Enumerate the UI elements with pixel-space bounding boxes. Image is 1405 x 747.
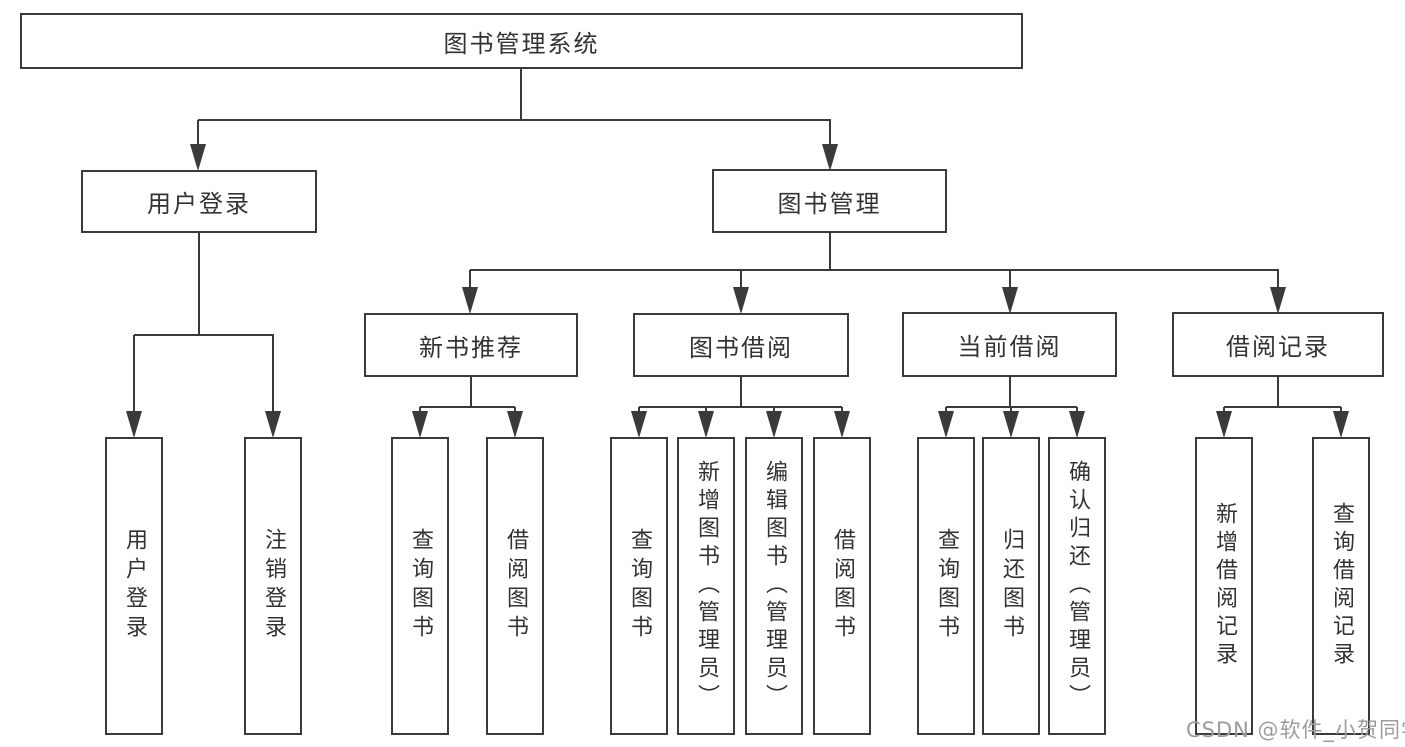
leaf-add-book-admin-label: 新增图书（管理员） <box>694 460 719 712</box>
leaf-borrow-book-rec-label: 借阅图书 <box>503 528 528 644</box>
leaf-logout-label: 注销登录 <box>261 528 286 644</box>
leaf-add-borrow-record: 新增借阅记录 <box>1195 437 1253 735</box>
node-new-book-recommendation: 新书推荐 <box>364 313 578 377</box>
leaf-edit-book-admin-label: 编辑图书（管理员） <box>762 460 787 712</box>
leaf-query-book-rec: 查询图书 <box>391 437 449 735</box>
leaf-query-book-current: 查询图书 <box>917 437 975 735</box>
arrowhead-icons <box>126 144 1349 438</box>
leaf-query-borrow-record: 查询借阅记录 <box>1312 437 1370 735</box>
leaf-user-login: 用户登录 <box>105 437 163 735</box>
leaf-query-book-borrow: 查询图书 <box>610 437 668 735</box>
node-user-login: 用户登录 <box>81 170 317 233</box>
leaf-user-login-label: 用户登录 <box>122 528 147 644</box>
leaf-confirm-return-admin-label: 确认归还（管理员） <box>1065 460 1090 712</box>
leaf-borrow-book: 借阅图书 <box>813 437 871 735</box>
leaf-query-book-current-label: 查询图书 <box>934 528 959 644</box>
node-book-management: 图书管理 <box>712 169 947 233</box>
leaf-return-book: 归还图书 <box>982 437 1040 735</box>
node-current-borrowing: 当前借阅 <box>902 312 1117 377</box>
leaf-add-borrow-record-label: 新增借阅记录 <box>1212 502 1237 670</box>
leaf-query-borrow-record-label: 查询借阅记录 <box>1329 502 1354 670</box>
node-book-borrowing: 图书借阅 <box>633 313 849 377</box>
csdn-watermark: CSDN @软件_小贺同学 <box>1186 718 1405 742</box>
node-library-management-system: 图书管理系统 <box>20 13 1023 69</box>
leaf-logout: 注销登录 <box>244 437 302 735</box>
leaf-query-book-rec-label: 查询图书 <box>408 528 433 644</box>
leaf-edit-book-admin: 编辑图书（管理员） <box>745 437 803 735</box>
node-borrowing-records: 借阅记录 <box>1172 312 1384 377</box>
leaf-borrow-book-label: 借阅图书 <box>830 528 855 644</box>
leaf-confirm-return-admin: 确认归还（管理员） <box>1048 437 1106 735</box>
leaf-add-book-admin: 新增图书（管理员） <box>677 437 735 735</box>
leaf-borrow-book-rec: 借阅图书 <box>486 437 544 735</box>
leaf-query-book-borrow-label: 查询图书 <box>627 528 652 644</box>
leaf-return-book-label: 归还图书 <box>999 528 1024 644</box>
